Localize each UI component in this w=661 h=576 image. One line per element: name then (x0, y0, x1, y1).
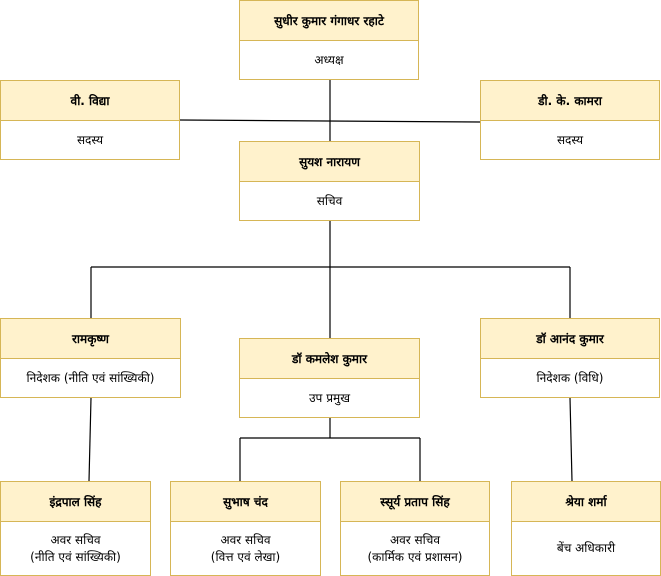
node-deputy-head: डॉ कमलेश कुमार उप प्रमुख (239, 338, 420, 418)
us-finance-role: अवर सचिव (वित्त एवं लेखा) (210, 533, 281, 564)
node-director-legal: डॉ आनंद कुमार निदेशक (विधि) (480, 318, 660, 398)
node-chairman: सुधीर कुमार गंगाधर रहाटे अध्यक्ष (239, 0, 419, 80)
director-policy-role: निदेशक (नीति एवं सांख्यिकी) (26, 370, 155, 385)
director-legal-role: निदेशक (विधि) (536, 370, 604, 385)
node-member-right: डी. के. कामरा सदस्य (480, 80, 660, 160)
connector-director-legal-bench (569, 397, 573, 482)
node-us-admin: स्सूर्य प्रताप सिंह अवर सचिव (कार्मिक एव… (340, 481, 490, 576)
node-bench-officer: श्रेया शर्मा बेंच अधिकारी (511, 481, 661, 576)
chairman-name: सुधीर कुमार गंगाधर रहाटे (240, 1, 418, 41)
node-member-left: वी. विद्या सदस्य (0, 80, 180, 160)
member-right-name: डी. के. कामरा (481, 81, 659, 121)
us-admin-role: अवर सचिव (कार्मिक एवं प्रशासन) (367, 533, 463, 564)
us-admin-name: स्सूर्य प्रताप सिंह (341, 482, 489, 522)
director-legal-name: डॉ आनंद कुमार (481, 319, 659, 359)
node-us-finance: सुभाष चंद अवर सचिव (वित्त एवं लेखा) (170, 481, 321, 576)
member-left-role: सदस्य (76, 132, 104, 147)
deputy-head-role: उप प्रमुख (308, 390, 351, 405)
bench-officer-name: श्रेया शर्मा (512, 482, 660, 522)
us-finance-name: सुभाष चंद (171, 482, 320, 522)
chairman-role: अध्यक्ष (314, 52, 344, 67)
deputy-head-name: डॉ कमलेश कुमार (240, 339, 419, 379)
secretary-role: सचिव (316, 193, 343, 208)
node-us-policy: इंद्रपाल सिंह अवर सचिव (नीति एवं सांख्यि… (0, 481, 151, 576)
node-secretary: सुयश नारायण सचिव (239, 141, 420, 221)
secretary-name: सुयश नारायण (240, 142, 419, 182)
us-policy-name: इंद्रपाल सिंह (1, 482, 150, 522)
director-policy-name: रामकृष्ण (1, 319, 180, 359)
connector-members (179, 119, 481, 123)
connector-director-policy-us (88, 397, 92, 482)
member-left-name: वी. विद्या (1, 81, 179, 121)
node-director-policy: रामकृष्ण निदेशक (नीति एवं सांख्यिकी) (0, 318, 181, 398)
bench-officer-role: बेंच अधिकारी (556, 541, 616, 556)
us-policy-role: अवर सचिव (नीति एवं सांख्यिकी) (30, 533, 121, 564)
member-right-role: सदस्य (556, 132, 584, 147)
